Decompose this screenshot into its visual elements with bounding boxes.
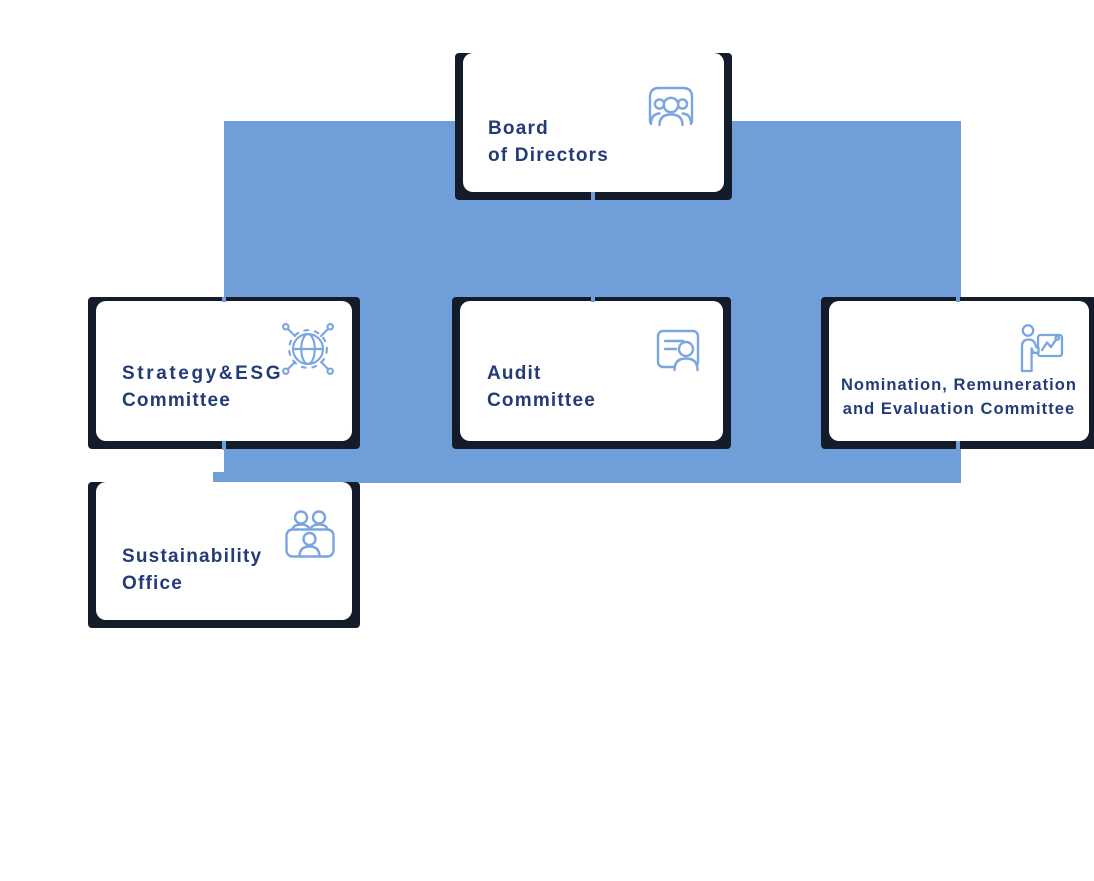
node-strategy-esg-committee: Strategy&ESG Committee: [88, 297, 360, 449]
node-board-of-directors: Board of Directors: [455, 53, 732, 200]
node-title-line: Strategy&ESG: [122, 363, 284, 384]
node-title-line: Committee: [122, 390, 231, 411]
node-title-line: of Directors: [488, 145, 610, 166]
node-title-line: and Evaluation Committee: [842, 400, 1076, 418]
connector-stub: [591, 192, 595, 201]
card-face: Strategy&ESG Committee: [96, 301, 352, 441]
card-face: Board of Directors: [463, 53, 724, 192]
node-title-line: Sustainability: [122, 546, 263, 567]
connector-block-step: [213, 472, 225, 483]
connector-stub: [591, 297, 595, 302]
document-person-icon: [653, 325, 703, 373]
node-sustainability-office: Sustainability Office: [88, 482, 360, 628]
card-face: Audit Committee: [460, 301, 723, 441]
connector-stub: [956, 297, 960, 302]
node-title-line: Committee: [487, 390, 596, 411]
board-meeting-icon: [646, 83, 696, 128]
node-title-line: Nomination, Remuneration: [840, 376, 1078, 394]
card-face: Sustainability Office: [96, 482, 352, 620]
meeting-table-icon: [282, 508, 338, 560]
node-audit-committee: Audit Committee: [452, 297, 731, 449]
node-title-line: Audit: [487, 363, 542, 384]
node-nomination-remuneration-committee: Nomination, Remuneration and Evaluation …: [821, 297, 1094, 449]
node-title-line: Board: [488, 118, 549, 139]
connector-stub: [956, 441, 960, 450]
card-face: Nomination, Remuneration and Evaluation …: [829, 301, 1089, 441]
node-title-line: Office: [122, 573, 184, 594]
globe-network-icon: [279, 318, 337, 380]
connector-stub: [222, 297, 226, 302]
presenter-chart-icon: [1018, 323, 1065, 373]
connector-stub: [222, 441, 226, 450]
